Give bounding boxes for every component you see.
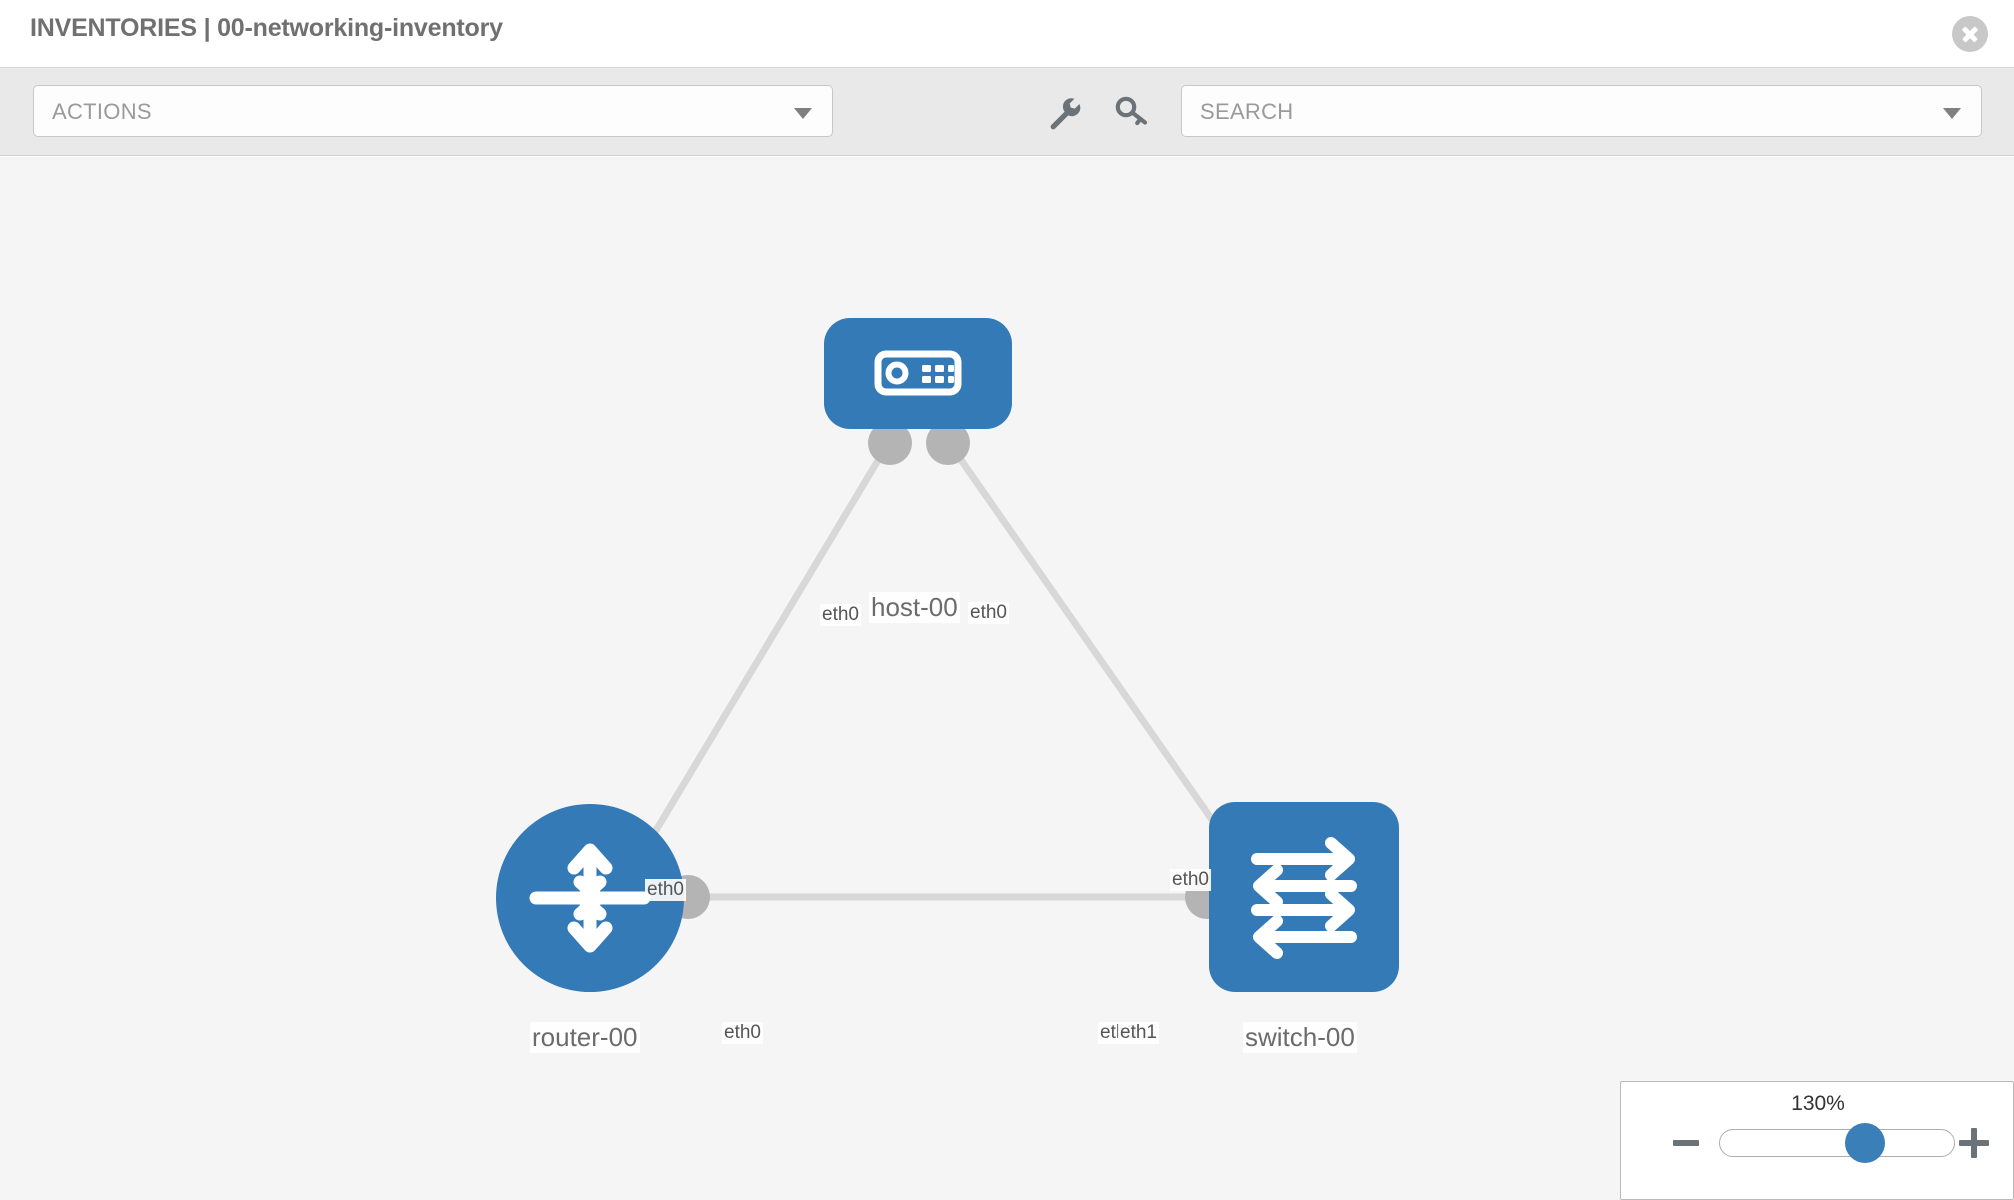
node-router-00[interactable] — [496, 804, 684, 992]
zoom-level-value: 130% — [1791, 1092, 1845, 1115]
actions-dropdown-label: ACTIONS — [52, 99, 152, 124]
plus-icon-vertical — [1971, 1128, 1977, 1158]
close-icon[interactable] — [1952, 16, 1988, 52]
node-label-switch-00: switch-00 — [1243, 1022, 1357, 1053]
search-input[interactable]: SEARCH — [1181, 85, 1982, 137]
socket-host-eth0-left — [868, 421, 912, 465]
zoom-control-panel: 130% — [1620, 1081, 2014, 1200]
socket-host-eth0-right — [926, 421, 970, 465]
search-placeholder: SEARCH — [1200, 99, 1294, 124]
link-host-router — [636, 445, 890, 859]
edge-label-switch-uplink-eth0: eth0 — [1170, 869, 1211, 891]
wrench-icon[interactable] — [1043, 92, 1083, 132]
server-icon — [874, 350, 962, 396]
node-label-host-00: host-00 — [869, 592, 960, 623]
node-label-router-00: router-00 — [530, 1022, 640, 1053]
chevron-down-icon — [1943, 108, 1961, 119]
node-host-00[interactable] — [824, 318, 1012, 429]
edge-label-switch-eth1: eth1 — [1118, 1022, 1159, 1044]
topology-graph — [636, 421, 1257, 919]
router-icon — [529, 843, 651, 953]
edge-label-host-eth0-right: eth0 — [968, 602, 1009, 624]
page-title: INVENTORIES | 00-networking-inventory — [30, 14, 503, 42]
title-bar: INVENTORIES | 00-networking-inventory — [0, 0, 2014, 68]
chevron-down-icon — [794, 108, 812, 119]
edge-label-router-eth0: eth0 — [722, 1022, 763, 1044]
plus-icon[interactable] — [1959, 1128, 1989, 1158]
topology-links — [636, 444, 1241, 901]
edge-label-host-eth0-left: eth0 — [820, 604, 861, 626]
edge-label-router-uplink-eth0: eth0 — [645, 879, 686, 901]
minus-icon[interactable] — [1673, 1140, 1699, 1146]
zoom-slider-track[interactable] — [1719, 1129, 1955, 1157]
zoom-slider-handle[interactable] — [1845, 1123, 1886, 1163]
node-switch-00[interactable] — [1209, 802, 1399, 992]
topology-canvas[interactable]: host-00 router-00 switch-00 eth0 eth0 et… — [0, 157, 2014, 1200]
link-host-switch — [949, 444, 1241, 860]
key-icon[interactable] — [1112, 92, 1152, 132]
actions-dropdown[interactable]: ACTIONS — [33, 85, 833, 137]
switch-icon — [1251, 837, 1357, 959]
